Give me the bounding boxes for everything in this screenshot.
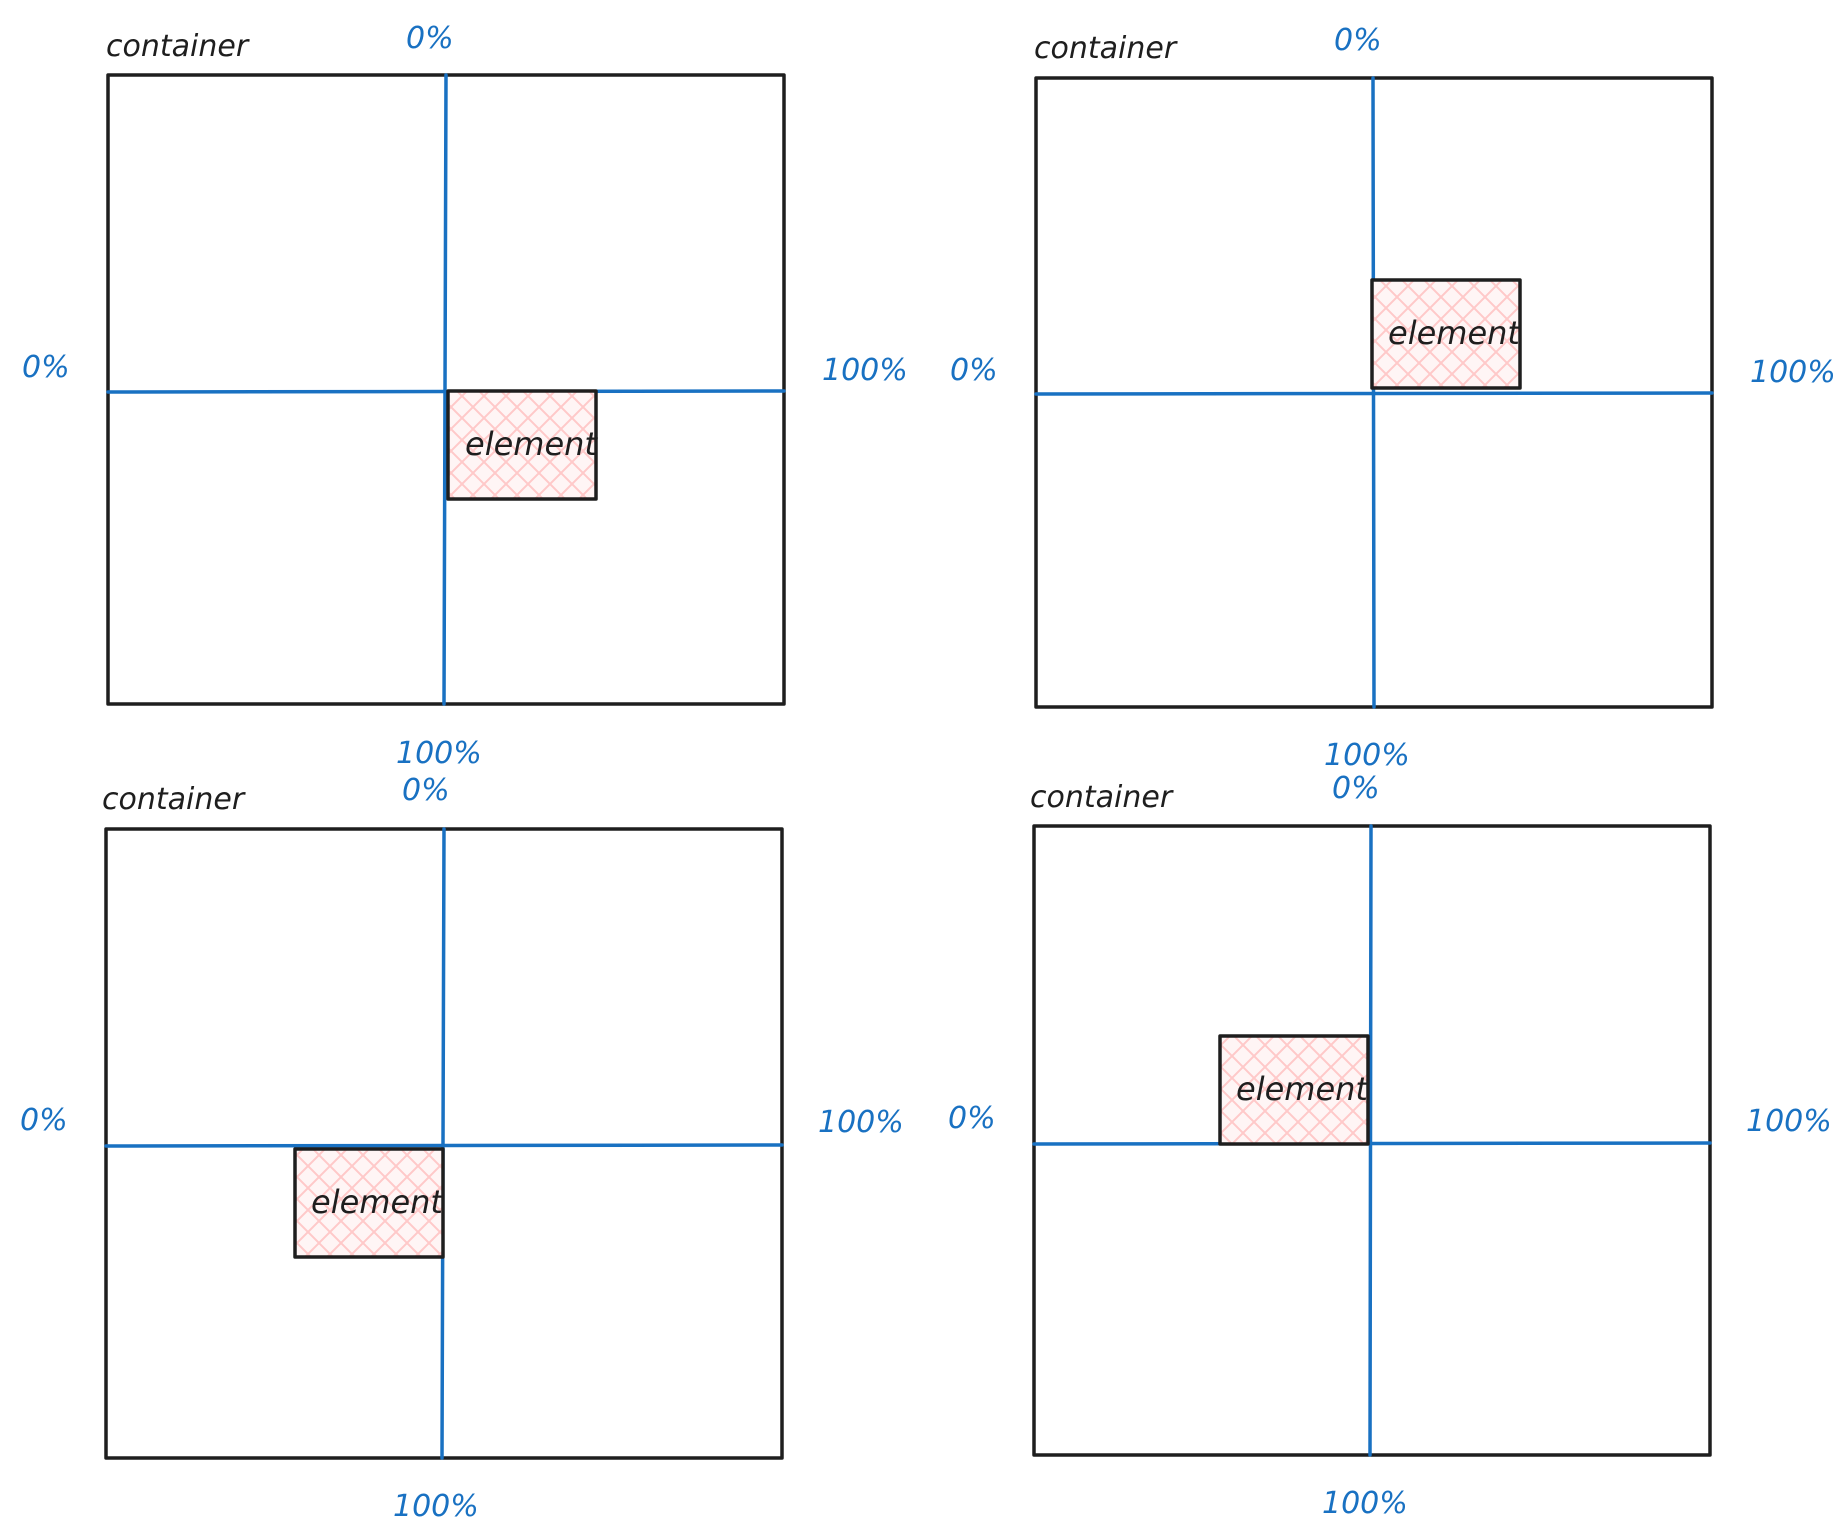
left-percent-label: 0% bbox=[22, 350, 70, 385]
bottom-percent-label: 100% bbox=[393, 1489, 479, 1524]
vertical-axis bbox=[442, 73, 448, 706]
element-box bbox=[446, 389, 598, 501]
element-hatch-fill bbox=[1220, 1036, 1368, 1144]
panel-1: container element 0% 100% 0% 100% bbox=[22, 21, 908, 771]
vertical-axis bbox=[440, 827, 446, 1460]
right-percent-label: 100% bbox=[1746, 1104, 1832, 1139]
element-label: element bbox=[1236, 1070, 1369, 1108]
element-box bbox=[293, 1147, 445, 1259]
element-hatch-fill bbox=[448, 391, 596, 499]
element-label: element bbox=[311, 1183, 444, 1221]
vertical-axis bbox=[1368, 824, 1373, 1457]
bottom-percent-label: 100% bbox=[396, 736, 482, 771]
element-label: element bbox=[465, 425, 598, 463]
vertical-axis bbox=[1371, 76, 1376, 709]
left-percent-label: 0% bbox=[950, 353, 998, 388]
top-percent-label: 0% bbox=[402, 773, 450, 808]
element-box bbox=[1218, 1034, 1370, 1146]
panel-4: container element 0% 100% 0% 100% bbox=[948, 771, 1832, 1521]
left-percent-label: 0% bbox=[20, 1103, 68, 1138]
right-percent-label: 100% bbox=[818, 1105, 904, 1140]
panel-3: container element 0% 100% 0% 100% bbox=[20, 773, 904, 1524]
bottom-percent-label: 100% bbox=[1324, 738, 1410, 773]
container-label: container bbox=[102, 782, 246, 817]
right-percent-label: 100% bbox=[822, 353, 908, 388]
panel-2: container element 0% 100% 0% 100% bbox=[950, 23, 1836, 773]
right-percent-label: 100% bbox=[1750, 355, 1836, 390]
element-hatch-fill bbox=[1372, 280, 1520, 388]
top-percent-label: 0% bbox=[1334, 23, 1382, 58]
container-label: container bbox=[1034, 31, 1178, 66]
bottom-percent-label: 100% bbox=[1322, 1486, 1408, 1521]
container-label: container bbox=[106, 29, 250, 64]
container-label: container bbox=[1030, 780, 1174, 815]
top-percent-label: 0% bbox=[406, 21, 454, 56]
element-hatch-fill bbox=[295, 1149, 443, 1257]
element-label: element bbox=[1388, 314, 1521, 352]
left-percent-label: 0% bbox=[948, 1101, 996, 1136]
top-percent-label: 0% bbox=[1332, 771, 1380, 806]
element-box bbox=[1370, 278, 1522, 390]
